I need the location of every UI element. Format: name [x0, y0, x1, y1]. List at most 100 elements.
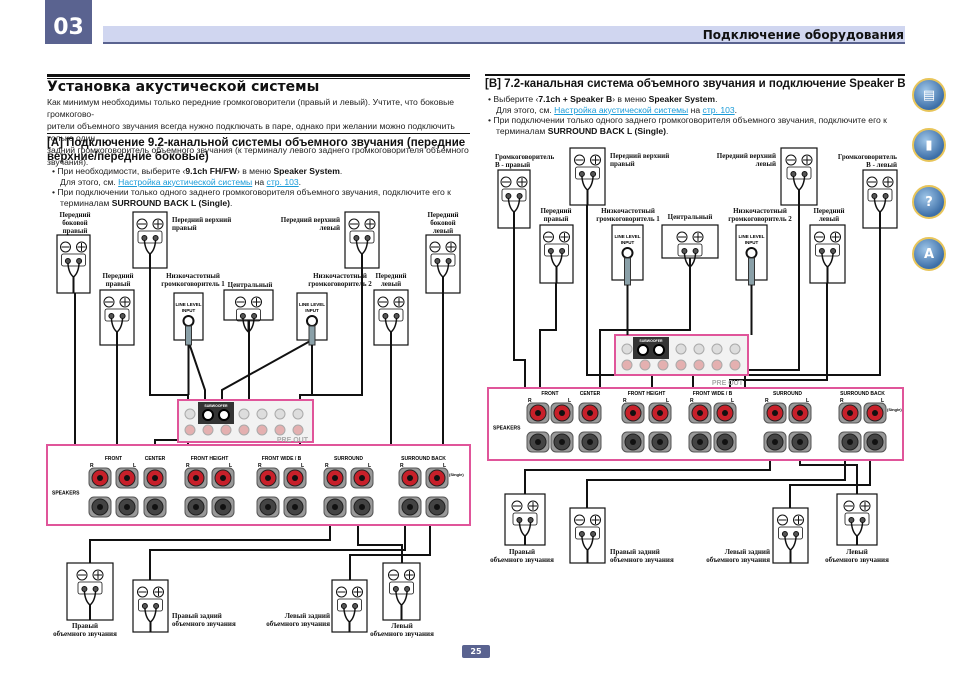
- terminal-group-label: FRONT HEIGHT: [628, 391, 666, 397]
- header-bar: [103, 26, 905, 44]
- book-icon[interactable]: ▤: [912, 78, 946, 112]
- speaker-terminal: [526, 431, 550, 453]
- terminal: [382, 313, 389, 319]
- page-link[interactable]: стр. 103: [266, 176, 299, 187]
- subwoofer-1: [173, 292, 204, 395]
- speaker-terminal: [115, 467, 139, 489]
- terminal: [781, 531, 788, 537]
- subwoofer-label: SUBWOOFER: [639, 339, 663, 343]
- subwoofer-1: [611, 224, 644, 335]
- speaker-terminal: [283, 496, 307, 518]
- speaker-label: Передний левый: [813, 207, 845, 223]
- line-level-text: LINE LEVEL: [614, 234, 640, 239]
- page-link[interactable]: стр. 103: [702, 104, 735, 115]
- intro-text: Как минимум необходимы только передние г…: [47, 96, 472, 168]
- speaker-terminal: [323, 467, 347, 489]
- rca-jack-icon: [637, 344, 649, 356]
- l-label: L: [301, 463, 304, 469]
- speaker-terminal: [256, 467, 280, 489]
- page-number: 25: [462, 645, 490, 658]
- speaker-label: Левый объемного звучания: [825, 548, 889, 564]
- terminal-group-label: SURROUND BACK: [840, 391, 885, 397]
- rca-jack-icon: [218, 409, 230, 421]
- center-speaker: [223, 289, 274, 333]
- speaker-label: Правый объемного звучания: [53, 622, 117, 638]
- speaker-label: Правый задний объемного звучания: [172, 612, 236, 628]
- subwoofer-2: [735, 224, 768, 335]
- terminal: [392, 586, 399, 592]
- front-height-left-speaker: [780, 147, 818, 206]
- speaker-terminal: [788, 402, 812, 424]
- terminal: [141, 603, 148, 609]
- line-level-text: LINE LEVEL: [175, 302, 201, 307]
- terminal: [152, 235, 159, 241]
- divider: [47, 133, 470, 134]
- r-label: R: [765, 398, 769, 404]
- speaker-label: Передний верхний правый: [610, 152, 670, 168]
- terminal: [393, 313, 400, 319]
- speaker-label: Низкочастотный громкоговоритель 1: [596, 207, 660, 223]
- diagram-shapes: [46, 147, 904, 633]
- glossary-icon[interactable]: A: [912, 237, 946, 271]
- input-text: INPUT: [305, 308, 319, 313]
- speaker-terminal: [323, 496, 347, 518]
- terminal-group-label: FRONT WIDE / B: [262, 456, 302, 462]
- terminal: [578, 171, 585, 177]
- speakers-label: SPEAKERS: [52, 491, 80, 497]
- front-left-speaker: [809, 224, 846, 284]
- speaker-terminal: [88, 467, 112, 489]
- terminal: [859, 517, 866, 523]
- rca-jack-icon: [202, 409, 214, 421]
- speaker-label: Передний верхний левый: [280, 216, 340, 232]
- speaker-label: Центральный: [227, 281, 273, 289]
- intro-line: рители объемного звучания всегда нужно п…: [47, 121, 455, 143]
- speaker-terminal: [88, 496, 112, 518]
- speaker-terminal: [550, 402, 574, 424]
- terminal: [352, 603, 359, 609]
- speaker-label: Передний левый: [375, 272, 407, 288]
- terminal: [404, 586, 411, 592]
- l-label: L: [229, 463, 232, 469]
- terminal: [692, 248, 699, 254]
- receiver-help-icon[interactable]: ?: [912, 185, 946, 219]
- terminal: [830, 248, 837, 254]
- speaker-label: Левый задний объемного звучания: [706, 548, 770, 564]
- pre-out-label: PRE OUT: [277, 437, 309, 444]
- terminal: [590, 171, 597, 177]
- speaker-terminal: [863, 402, 887, 424]
- remote-icon[interactable]: ▮: [912, 128, 946, 162]
- l-label: L: [881, 398, 884, 404]
- bullet-item: • При подключении только одного заднего …: [52, 187, 451, 197]
- bullet-item: • Выберите ‹7.1ch + Speaker B› в меню Sp…: [488, 94, 718, 104]
- speaker-terminal: [143, 467, 167, 489]
- section-title: Подключение оборудования: [702, 28, 904, 42]
- input-text: INPUT: [621, 240, 635, 245]
- intro-line: Как минимум необходимы только передние г…: [47, 97, 455, 119]
- speaker-terminal: [256, 496, 280, 518]
- terminal: [590, 531, 597, 537]
- terminal: [801, 171, 808, 177]
- r-label: R: [258, 463, 262, 469]
- speaker-terminal: [578, 431, 602, 453]
- speaker-terminal: [621, 402, 645, 424]
- terminal-group-label: CENTER: [145, 456, 166, 462]
- terminal: [871, 193, 878, 199]
- subtitle-line: [A] Подключение 9.2-канальной системы об…: [47, 137, 466, 149]
- l-label: L: [368, 463, 371, 469]
- page-title: Установка акустической системы: [47, 79, 320, 95]
- single-label: (Single): [449, 472, 464, 477]
- input-text: INPUT: [182, 308, 196, 313]
- front-height-right-speaker: [132, 211, 168, 269]
- line-level-text: LINE LEVEL: [738, 234, 764, 239]
- terminal: [81, 586, 88, 592]
- rca-jack-icon: [653, 344, 665, 356]
- speaker-setup-link[interactable]: Настройка акустической системы: [554, 104, 689, 115]
- speaker-terminal: [184, 496, 208, 518]
- speaker-b-left: [862, 169, 898, 229]
- speaker-label: Низкочастотный громкоговоритель 2: [728, 207, 792, 223]
- speakers-label: SPEAKERS: [493, 426, 521, 432]
- speaker-label: Низкочастотный громкоговоритель 2: [308, 272, 372, 288]
- speaker-setup-link[interactable]: Настройка акустической системы: [118, 176, 253, 187]
- l-label: L: [133, 463, 136, 469]
